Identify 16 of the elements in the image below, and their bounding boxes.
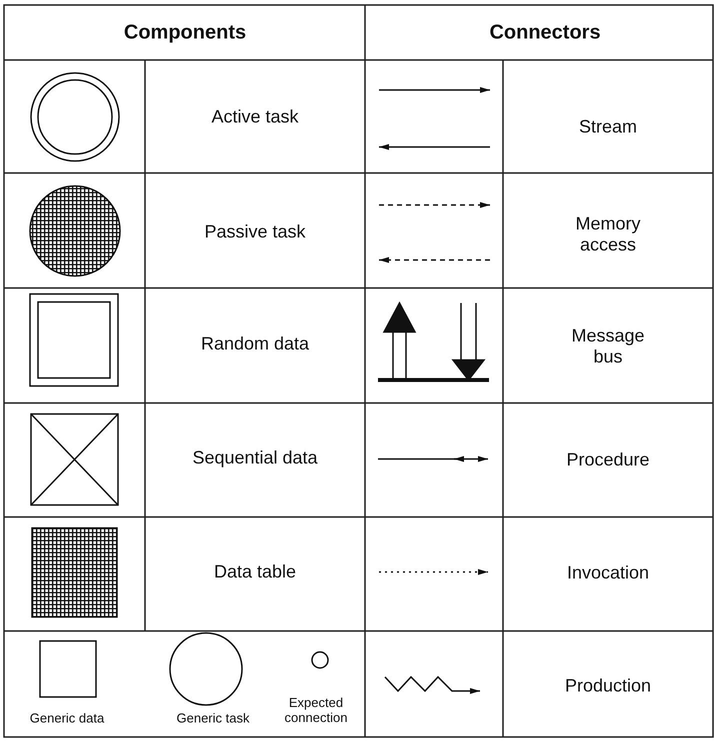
- symbol-name: Invocation: [566, 562, 650, 584]
- symbol-caption: Expected connection: [284, 696, 348, 726]
- symbol-name: Memory access: [574, 213, 642, 255]
- symbol-name: Message bus: [570, 325, 646, 367]
- symbol-name: Data table: [214, 562, 296, 582]
- symbol-name: Procedure: [566, 450, 650, 470]
- symbol-caption: Generic task: [176, 712, 250, 726]
- symbol-name: Sequential data: [192, 448, 318, 468]
- symbol-name: Active task: [211, 106, 299, 128]
- symbol-caption: Generic data: [30, 712, 104, 726]
- symbol-name: Production: [564, 676, 652, 696]
- symbol-name: Stream: [578, 116, 638, 138]
- symbol-name: Random data: [200, 334, 310, 354]
- symbol-name: Passive task: [204, 222, 306, 242]
- column-header: Connectors: [489, 22, 601, 44]
- column-header: Components: [124, 22, 246, 44]
